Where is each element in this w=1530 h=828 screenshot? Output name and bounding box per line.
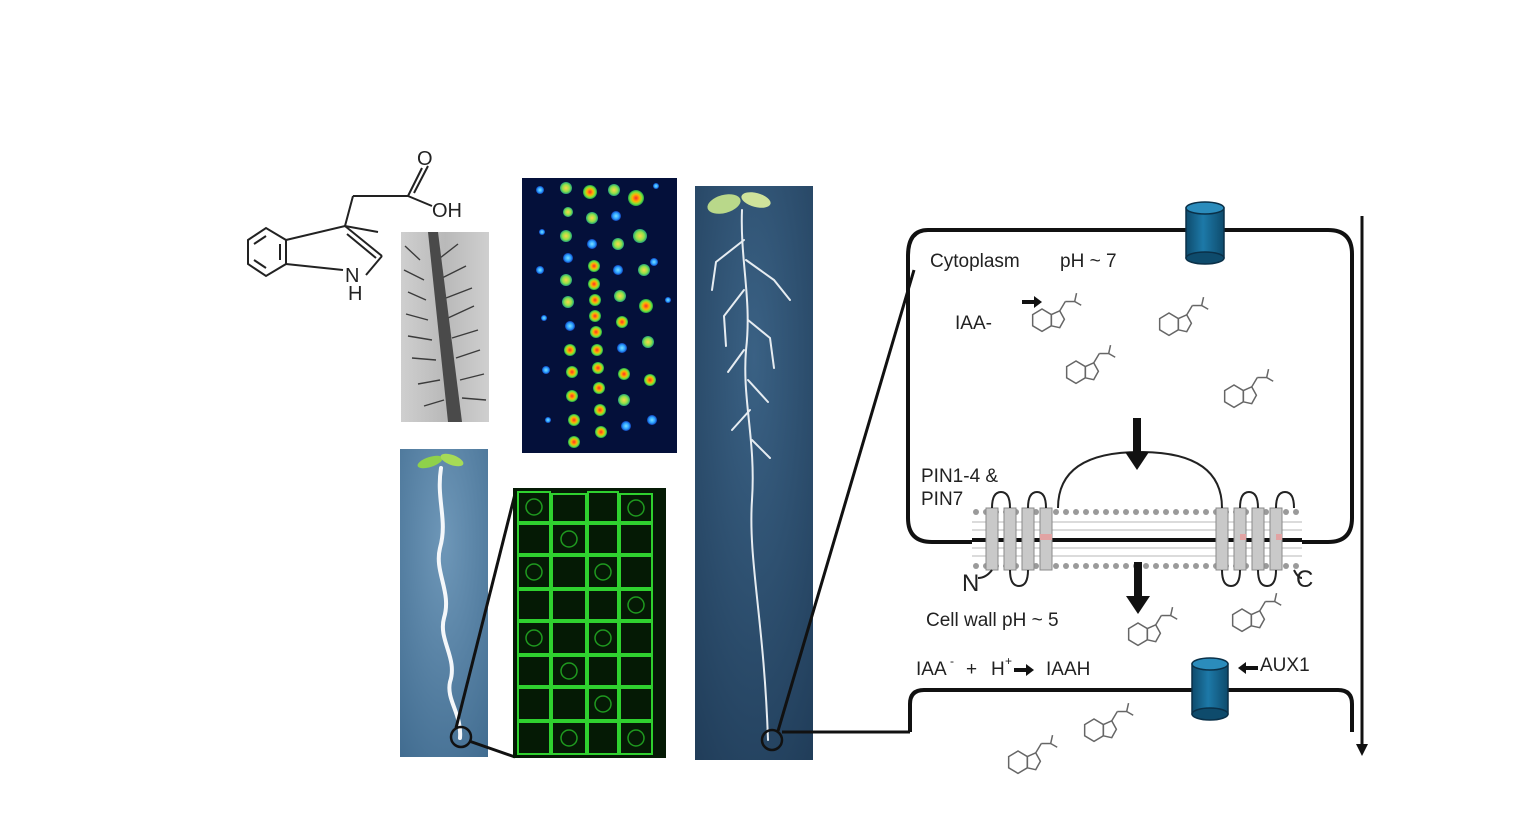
pin-label-line1: PIN1-4 & [921,466,998,487]
equation-proton-charge: + [1005,654,1012,668]
flow-direction-arrowhead [1356,744,1368,756]
seedling-plate-image-small [400,449,488,757]
neighbor-cell-outline [908,688,1354,732]
eq-arrow [1014,664,1034,676]
cytoplasm-ph-label: pH ~ 7 [1060,251,1117,272]
iaa-anion-label: IAA- [955,313,992,334]
confocal-cell-image [513,488,666,758]
zoom-circle-small [449,725,473,749]
root-xray-image [401,232,489,422]
iaa-uptake-arrow [1022,296,1042,308]
pin-label-line2: PIN7 [921,489,963,510]
equation-proton: H [991,659,1005,680]
cell-diagram: Cytoplasm pH ~ 7 IAA- PIN1-4 & PIN7 N C … [906,201,1368,775]
hydroxyl-label: OH [432,200,462,222]
aux1-label: AUX1 [1260,655,1310,676]
cytoplasm-label: Cytoplasm [930,251,1020,272]
equation-iaah: IAAH [1046,659,1090,680]
aux1-arrow [1238,662,1258,674]
auxin-reporter-heatmap-image [522,178,677,453]
zoom-circle-large [760,728,784,752]
carbonyl-o-label: O [417,148,433,170]
efflux-arrow-bottom [1126,562,1150,614]
equation-plus: + [966,659,977,680]
aux1-transporter-cylinder [1191,657,1229,721]
amine-n-label: N [345,265,359,287]
pin-protein [977,450,1303,588]
iaa-structure: O OH N H [247,148,462,305]
efflux-transporter-cylinder [1185,201,1225,265]
zoom-lines-cell [776,269,916,734]
equation-iaa-charge: - [950,654,954,668]
c-terminus-label: C [1296,566,1313,593]
amine-h-label: H [348,283,362,305]
n-terminus-label: N [962,570,979,597]
seedling-plate-image-large [695,186,813,760]
efflux-arrow-top [1125,418,1149,470]
zoom-lines-confocal [454,489,518,759]
equation-iaa: IAA [916,659,947,680]
cell-wall-label: Cell wall pH ~ 5 [926,610,1059,631]
cell-membrane-outline [906,228,1354,544]
